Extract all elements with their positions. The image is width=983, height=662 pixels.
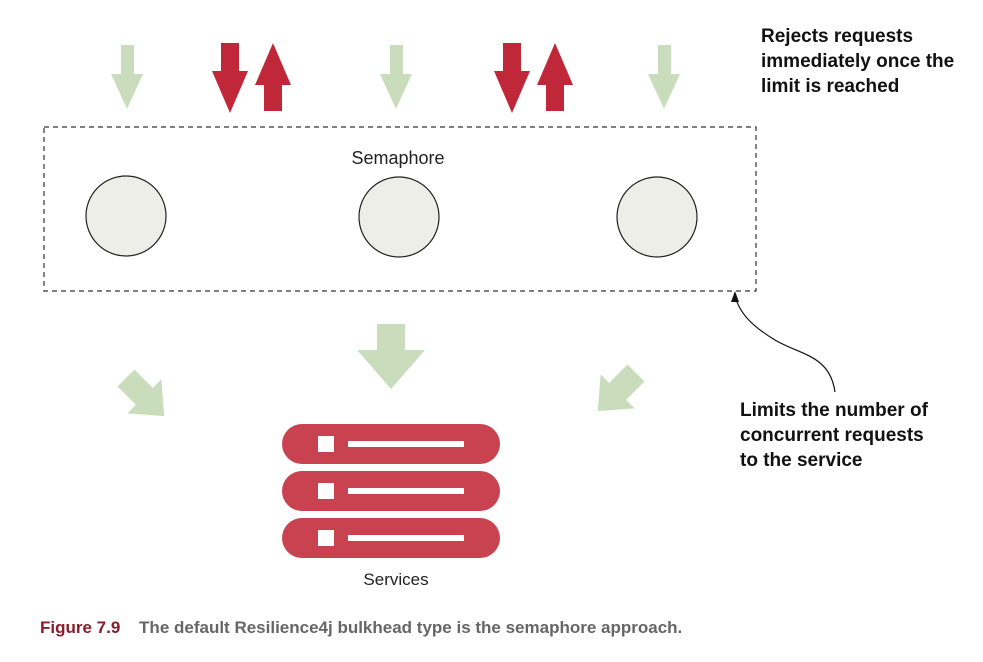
reject-up-arrow-icon (537, 43, 573, 111)
semaphore-slots (85, 175, 698, 258)
server-stack-icon (282, 424, 500, 558)
arrow-diagonal-left-icon (597, 364, 645, 412)
server-unit (282, 471, 500, 511)
annotation-reject: Rejects requests immediately once the li… (761, 26, 955, 97)
reject-arrow-pair-icon (494, 43, 573, 113)
figure-caption: Figure 7.9 The default Resilience4j bulk… (40, 618, 682, 638)
semaphore-slot (85, 175, 167, 257)
arrow-diagonal-right-icon (117, 369, 165, 417)
accept-arrow-icon (648, 45, 680, 109)
semaphore-label: Semaphore (351, 148, 444, 168)
server-unit (282, 518, 500, 558)
reject-arrow-pair-icon (212, 43, 291, 113)
leader-arrowhead-icon (731, 291, 739, 302)
reject-down-arrow-icon (494, 43, 530, 113)
annotation-limit: Limits the number of concurrent requests… (740, 400, 928, 471)
server-unit (282, 424, 500, 464)
outgoing-arrows (117, 324, 645, 417)
semaphore-slot (358, 176, 440, 258)
accept-arrow-icon (380, 45, 412, 109)
figure-number: Figure 7.9 (40, 618, 121, 637)
reject-down-arrow-icon (212, 43, 248, 113)
semaphore-slot (616, 176, 698, 258)
reject-up-arrow-icon (255, 43, 291, 111)
figure-caption-text: The default Resilience4j bulkhead type i… (139, 618, 683, 637)
accept-arrow-icon (111, 45, 143, 109)
semaphore-box (43, 126, 757, 292)
arrow-down-icon (357, 324, 425, 389)
services-label: Services (363, 570, 428, 589)
annotation-leader-line (731, 291, 836, 393)
incoming-requests (111, 43, 680, 113)
